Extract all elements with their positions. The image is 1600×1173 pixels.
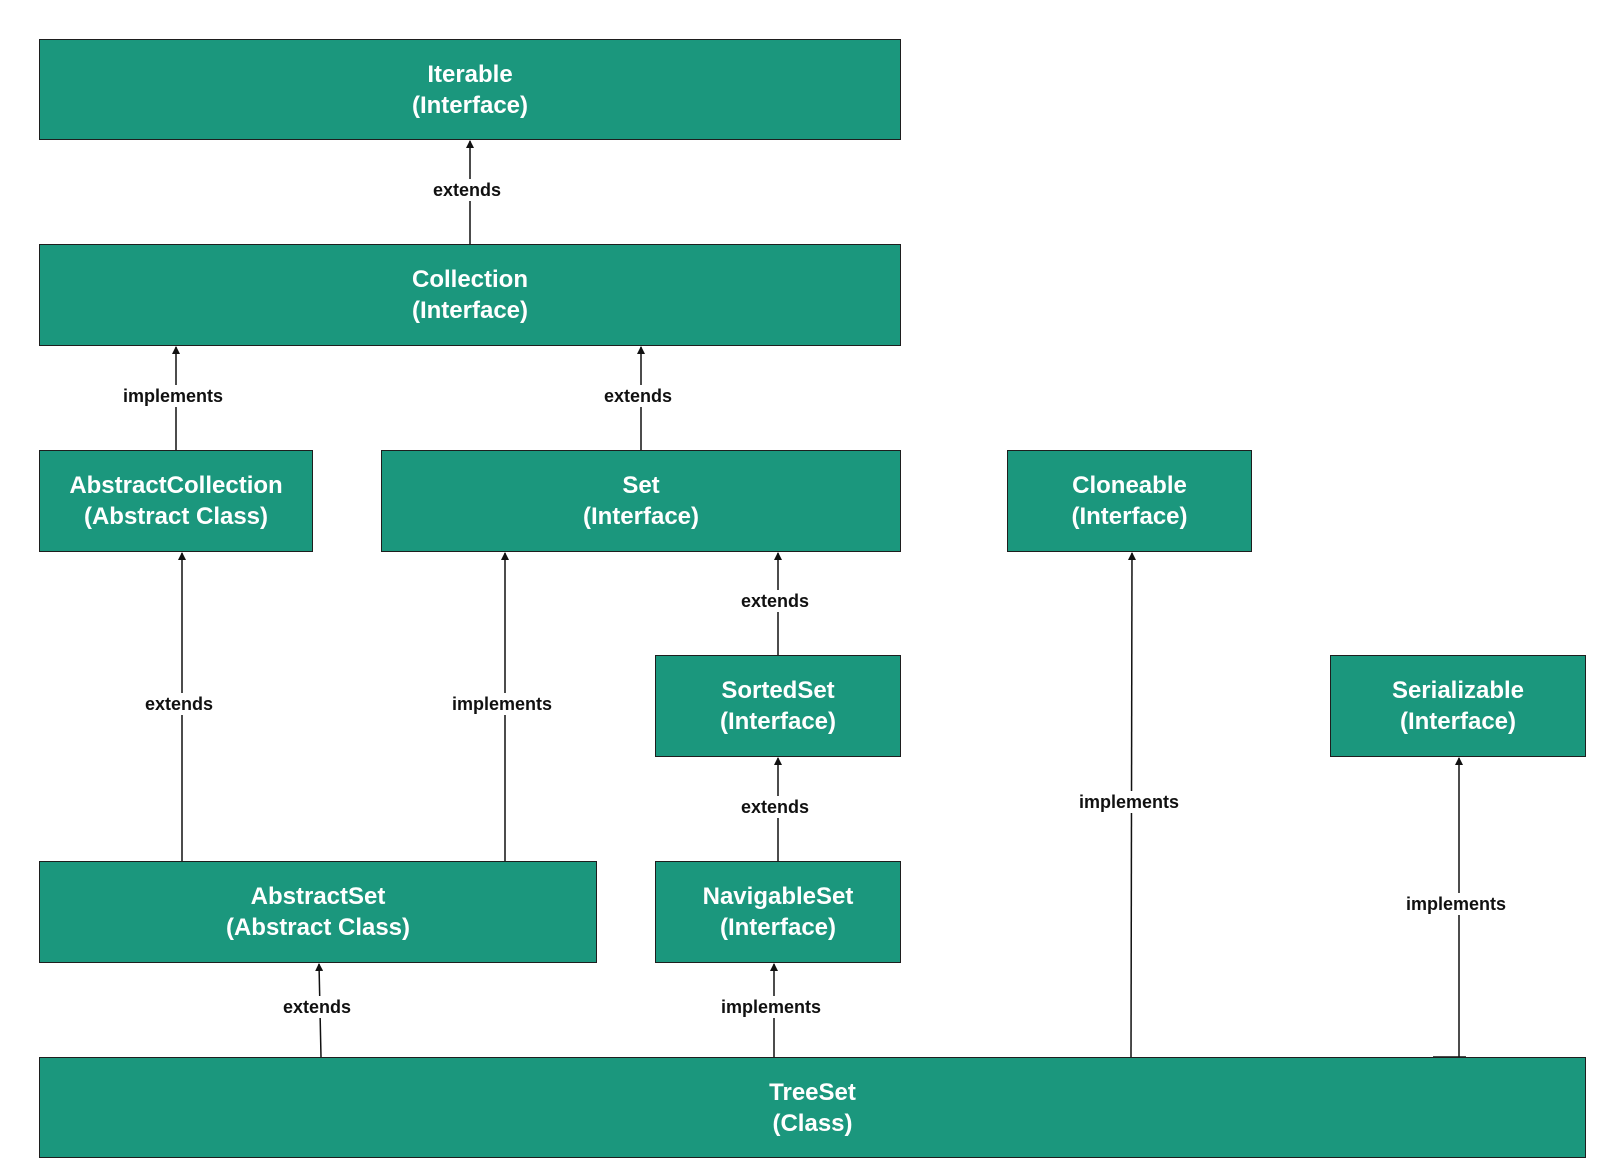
- edge-label-abstractset-set: implements: [449, 693, 555, 715]
- edge-label-navigableset-sortedset: extends: [738, 796, 812, 818]
- node-iterable[interactable]: Iterable (Interface): [39, 39, 901, 140]
- edge-label-treeset-serializable: implements: [1403, 893, 1509, 915]
- node-set-kind: (Interface): [582, 503, 700, 530]
- node-collection-name: Collection: [411, 266, 528, 293]
- node-abstract-collection[interactable]: AbstractCollection (Abstract Class): [39, 450, 313, 552]
- node-abstract-collection-name: AbstractCollection: [69, 472, 283, 499]
- edge-label-abstractset-abstractcollection: extends: [142, 693, 216, 715]
- node-set[interactable]: Set (Interface): [381, 450, 901, 552]
- node-sorted-set-kind: (Interface): [719, 708, 837, 735]
- node-iterable-name: Iterable: [427, 60, 513, 88]
- node-sorted-set-name: SortedSet: [721, 677, 835, 704]
- edge-label-abstractcollection-collection: implements: [120, 385, 226, 407]
- edge-label-treeset-abstractset: extends: [280, 996, 354, 1018]
- node-tree-set-name: TreeSet: [769, 1078, 856, 1106]
- node-serializable-name: Serializable: [1391, 677, 1525, 704]
- node-cloneable-name: Cloneable: [1072, 472, 1187, 499]
- edge-label-treeset-navigableset: implements: [718, 996, 824, 1018]
- edge-label-collection-iterable: extends: [430, 179, 504, 201]
- node-iterable-kind: (Interface): [411, 91, 529, 119]
- node-cloneable-kind: (Interface): [1071, 503, 1188, 530]
- node-navigable-set-name: NavigableSet: [702, 883, 854, 910]
- edge-label-treeset-cloneable: implements: [1076, 791, 1182, 813]
- node-tree-set-kind: (Class): [772, 1109, 853, 1137]
- node-collection-kind: (Interface): [411, 297, 529, 324]
- node-collection[interactable]: Collection (Interface): [39, 244, 901, 346]
- node-abstract-set-kind: (Abstract Class): [225, 914, 411, 941]
- node-set-name: Set: [622, 472, 660, 499]
- node-navigable-set-kind: (Interface): [719, 914, 837, 941]
- edge-label-sortedset-set: extends: [738, 590, 812, 612]
- node-cloneable[interactable]: Cloneable (Interface): [1007, 450, 1252, 552]
- node-abstract-collection-kind: (Abstract Class): [83, 503, 269, 530]
- node-sorted-set[interactable]: SortedSet (Interface): [655, 655, 901, 757]
- node-serializable[interactable]: Serializable (Interface): [1330, 655, 1586, 757]
- node-navigable-set[interactable]: NavigableSet (Interface): [655, 861, 901, 963]
- node-serializable-kind: (Interface): [1399, 708, 1517, 735]
- node-tree-set[interactable]: TreeSet (Class): [39, 1057, 1586, 1158]
- edge-label-set-collection: extends: [601, 385, 675, 407]
- node-abstract-set-name: AbstractSet: [250, 883, 386, 910]
- node-abstract-set[interactable]: AbstractSet (Abstract Class): [39, 861, 597, 963]
